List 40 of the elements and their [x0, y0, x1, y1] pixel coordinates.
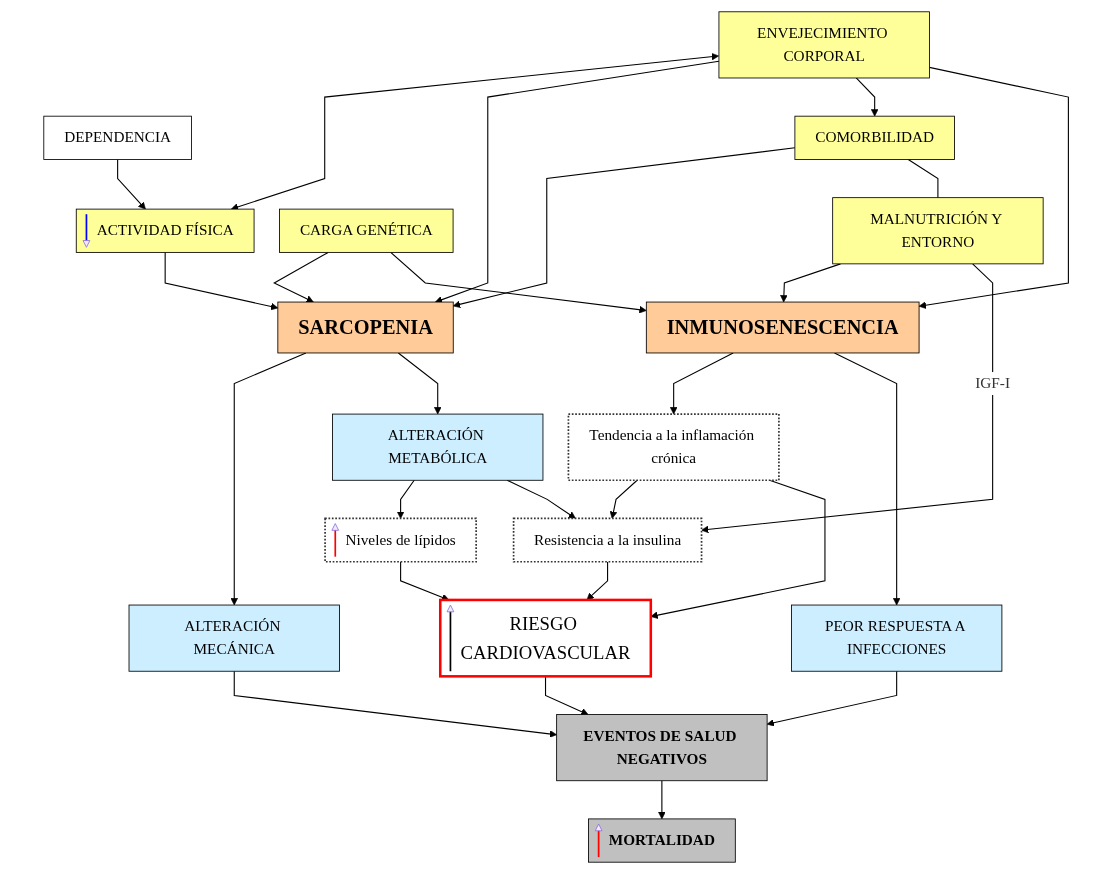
arrow: [233, 670, 557, 738]
edge-label: IGF-I: [975, 374, 1010, 392]
arrow: [658, 780, 666, 820]
node-box: SARCOPENIA: [277, 301, 454, 354]
arrow: [272, 251, 329, 303]
arrow: [390, 251, 647, 314]
node-box: EVENTOS DE SALUD NEGATIVOS: [556, 714, 768, 782]
node-box: ENVEJECIMIENTO CORPORAL: [718, 11, 930, 79]
arrow: [701, 263, 994, 534]
arrow: [506, 479, 576, 519]
arrow: [230, 352, 307, 606]
arrow: [117, 158, 146, 210]
arrow: [766, 670, 898, 727]
node-box: COMORBILIDAD: [794, 115, 955, 160]
node-box: PEOR RESPUESTA A INFECCIONES: [790, 604, 1003, 672]
node-box: ACTIVIDAD FÍSICA: [75, 208, 255, 253]
connector: [907, 158, 939, 199]
node-box: CARGA GENÉTICA: [279, 208, 454, 253]
arrow: [434, 60, 720, 304]
node-box: ALTERACIÓN METABÓLICA: [331, 413, 544, 481]
arrow: [396, 479, 415, 519]
arrow: [609, 479, 638, 519]
arrow: [650, 479, 826, 619]
node-box: Tendencia a la inflamación crónica: [567, 413, 780, 482]
arrow: [855, 77, 879, 117]
arrow: [230, 52, 719, 211]
node-box: DEPENDENCIA: [43, 115, 192, 160]
node-box: Niveles de lípidos: [324, 517, 477, 563]
arrow: [833, 352, 901, 606]
arrow: [452, 147, 796, 308]
node-box: INMUNOSENESCENCIA: [645, 301, 920, 354]
node-box: ALTERACIÓN MECÁNICA: [128, 604, 340, 672]
arrow: [397, 352, 442, 415]
arrow: [669, 352, 734, 415]
arrow: [918, 66, 1069, 309]
node-box: RIESGO CARDIOVASCULAR: [438, 598, 652, 678]
node-box: Resistencia a la insulina: [512, 517, 703, 563]
arrow: [164, 251, 279, 311]
node-box: MALNUTRICIÓN Y ENTORNO: [832, 197, 1044, 265]
node-box: MORTALIDAD: [587, 818, 736, 863]
